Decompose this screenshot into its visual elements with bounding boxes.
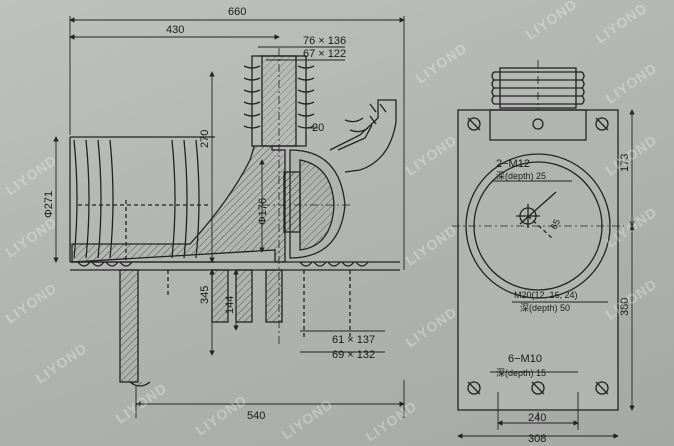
- dim-angle: 65: [549, 218, 562, 231]
- dim-to-axis: 430: [166, 24, 184, 36]
- watermark-text: LIYOND: [403, 132, 460, 179]
- dim-top-outer: 76 × 136: [303, 35, 346, 47]
- center-boss: [516, 191, 557, 239]
- dim-top-inner: 67 × 122: [303, 48, 346, 60]
- dim-bore: Φ176: [257, 198, 269, 225]
- main-ring: [465, 153, 611, 299]
- dim-wall: 20: [312, 122, 324, 134]
- front-view: [452, 60, 624, 420]
- watermark-text: LIYOND: [3, 214, 60, 261]
- mounting-holes: [467, 117, 609, 395]
- dim-base-width-right: 308: [528, 433, 546, 445]
- top-tube: [243, 48, 315, 345]
- dim-bottom-inner: 69 × 132: [332, 349, 375, 361]
- left-dimension-lines: [53, 16, 405, 418]
- watermark-text: LIYOND: [279, 396, 336, 443]
- dimension-labels: 660 430 76 × 136 67 × 122 270 20 Φ271 Φ1…: [43, 6, 631, 445]
- watermark-text: LIYOND: [593, 0, 650, 46]
- dim-flange-height: 270: [199, 130, 211, 148]
- thread-center: M20(12, 16, 24): [514, 290, 578, 300]
- watermark-text: LIYOND: [603, 60, 660, 107]
- watermark-text: LIYOND: [403, 222, 460, 269]
- lower-flange: [70, 261, 400, 387]
- watermark-text: LIYOND: [363, 398, 420, 445]
- dim-overall-width: 660: [228, 6, 246, 18]
- side-section-view: [69, 48, 400, 387]
- watermark-text: LIYOND: [193, 392, 250, 439]
- dim-lower-height: 345: [199, 286, 211, 304]
- dim-lower-inner: 144: [224, 296, 236, 314]
- front-top-tube: [491, 60, 585, 420]
- dim-total-height: 380: [619, 298, 631, 316]
- dim-base-width: 540: [247, 410, 265, 422]
- dim-left-diameter: Φ271: [43, 191, 55, 218]
- watermark-text: LIYOND: [33, 340, 90, 387]
- thread-bottom-depth: 深(depth) 15: [496, 368, 546, 378]
- thread-top: 2−M12: [496, 158, 530, 170]
- watermark-text: LIYOND: [413, 40, 470, 87]
- mounting-plate: [457, 109, 619, 411]
- watermark-text: LIYOND: [3, 280, 60, 327]
- thread-bottom: 6−M10: [508, 353, 542, 365]
- central-dome: [262, 149, 350, 259]
- thread-top-depth: 深(depth) 25: [496, 171, 546, 181]
- dim-bolt-spacing: 240: [528, 412, 546, 424]
- watermark-text: LIYOND: [403, 304, 460, 351]
- dim-bottom-outer: 61 × 137: [332, 334, 375, 346]
- right-arm: [329, 99, 397, 173]
- watermark-text: LIYOND: [523, 0, 580, 42]
- dim-top-height: 173: [619, 154, 631, 172]
- right-dimension-lines: [457, 109, 635, 439]
- thread-center-depth: 深(depth) 50: [520, 303, 570, 313]
